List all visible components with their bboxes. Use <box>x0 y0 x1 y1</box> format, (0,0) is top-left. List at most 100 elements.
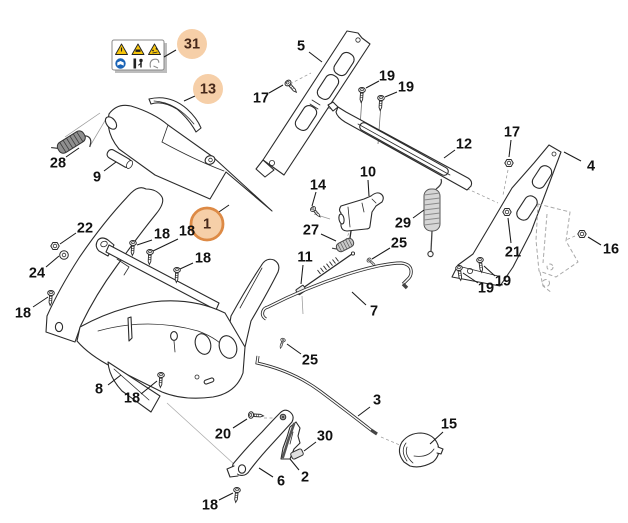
callout-18[interactable]: 18 <box>15 296 49 322</box>
callout-number[interactable]: 8 <box>95 382 103 398</box>
callout-number[interactable]: 6 <box>277 474 285 490</box>
callout-30[interactable]: 30 <box>303 429 333 452</box>
part-19-screw-b[interactable] <box>376 94 385 112</box>
callout-number[interactable]: 19 <box>478 281 494 297</box>
part-3-rod[interactable] <box>255 355 378 436</box>
callout-number[interactable]: 1 <box>203 217 211 233</box>
callout-number[interactable]: 2 <box>301 470 309 486</box>
part-8-lower-housing[interactable] <box>45 187 280 413</box>
part-19-screw-a[interactable] <box>357 86 366 104</box>
callout-number[interactable]: 24 <box>29 266 45 282</box>
callout-number[interactable]: 18 <box>15 306 31 322</box>
callout-1[interactable]: 1 <box>189 204 230 242</box>
part-18-screw-bottom[interactable] <box>231 486 242 504</box>
callout-18[interactable]: 18 <box>202 492 234 514</box>
part-9-pin[interactable] <box>106 148 134 170</box>
callout-highlight-circle[interactable] <box>189 206 225 242</box>
callout-number[interactable]: 29 <box>395 216 411 232</box>
callout-4[interactable]: 4 <box>563 151 595 175</box>
callout-27[interactable]: 27 <box>303 223 337 242</box>
callout-3[interactable]: 3 <box>357 393 381 417</box>
callout-10[interactable]: 10 <box>360 165 376 197</box>
callout-number[interactable]: 17 <box>253 91 269 107</box>
callout-number[interactable]: 30 <box>317 429 333 445</box>
callout-19[interactable]: 19 <box>462 272 494 297</box>
callout-8[interactable]: 8 <box>95 374 122 398</box>
callout-11[interactable]: 11 <box>297 250 313 285</box>
callout-number[interactable]: 20 <box>215 427 231 443</box>
part-7-rod[interactable] <box>260 261 413 321</box>
callout-31[interactable]: 31 <box>163 29 207 59</box>
callout-number[interactable]: 5 <box>297 39 305 55</box>
callout-number[interactable]: 31 <box>184 37 200 53</box>
callout-7[interactable]: 7 <box>351 291 378 320</box>
part-28-spring[interactable] <box>51 128 94 165</box>
part-29-spring[interactable] <box>423 178 443 258</box>
callout-22[interactable]: 22 <box>59 221 93 245</box>
part-13-trim-strip[interactable] <box>148 97 202 133</box>
callout-13[interactable]: 13 <box>183 74 223 104</box>
callout-19[interactable]: 19 <box>483 265 511 290</box>
callout-20[interactable]: 20 <box>215 418 248 443</box>
callout-25[interactable]: 25 <box>371 236 407 260</box>
callout-number[interactable]: 9 <box>93 170 101 186</box>
callout-number[interactable]: 22 <box>77 221 93 237</box>
callout-number[interactable]: 18 <box>195 251 211 267</box>
callout-19[interactable]: 19 <box>365 69 395 89</box>
callout-number[interactable]: 21 <box>505 245 521 261</box>
callout-number[interactable]: 14 <box>310 178 326 194</box>
callout-18[interactable]: 18 <box>179 251 211 270</box>
callout-number[interactable]: 3 <box>373 393 381 409</box>
part-16-nut[interactable] <box>577 230 587 238</box>
part-15-cap[interactable] <box>398 432 444 468</box>
callout-number[interactable]: 11 <box>297 250 312 266</box>
part-27-spring[interactable] <box>331 237 355 255</box>
callout-17[interactable]: 17 <box>504 125 520 158</box>
callout-number[interactable]: 18 <box>179 224 195 240</box>
part-14-screw[interactable] <box>309 205 323 220</box>
part-12-rail[interactable] <box>327 101 473 191</box>
part-22-nut[interactable] <box>50 242 60 250</box>
callout-18[interactable]: 18 <box>124 380 158 407</box>
callout-19[interactable]: 19 <box>384 80 414 98</box>
callout-number[interactable]: 27 <box>303 223 319 239</box>
callout-15[interactable]: 15 <box>429 417 457 445</box>
callout-14[interactable]: 14 <box>310 178 326 207</box>
callout-17[interactable]: 17 <box>253 84 284 107</box>
callout-number[interactable]: 28 <box>50 156 66 172</box>
callout-number[interactable]: 4 <box>587 159 595 175</box>
callout-number[interactable]: 13 <box>200 82 216 98</box>
callout-29[interactable]: 29 <box>395 209 425 232</box>
callout-number[interactable]: 18 <box>202 498 218 514</box>
callout-number[interactable]: 10 <box>360 165 376 181</box>
callout-28[interactable]: 28 <box>50 147 80 172</box>
part-17-screw-top[interactable] <box>283 78 300 95</box>
part-21-nut[interactable] <box>502 208 512 216</box>
part-20-screw[interactable] <box>247 411 265 420</box>
callout-number[interactable]: 18 <box>124 391 140 407</box>
callout-16[interactable]: 16 <box>587 236 619 258</box>
callout-number[interactable]: 18 <box>154 227 170 243</box>
callout-number[interactable]: 15 <box>441 417 457 433</box>
part-6-arm[interactable] <box>226 409 294 478</box>
callout-number[interactable]: 25 <box>302 353 318 369</box>
callout-12[interactable]: 12 <box>443 137 472 159</box>
callout-18[interactable]: 18 <box>152 224 195 252</box>
part-18-screw-b[interactable] <box>145 248 154 266</box>
callout-number[interactable]: 16 <box>603 242 619 258</box>
part-24-washer[interactable] <box>59 250 69 260</box>
callout-21[interactable]: 21 <box>505 217 521 261</box>
part-1-handle-cover[interactable] <box>103 104 273 212</box>
part-10-bracket[interactable] <box>338 192 384 239</box>
callout-number[interactable]: 25 <box>391 236 407 252</box>
callout-24[interactable]: 24 <box>29 255 60 282</box>
callout-6[interactable]: 6 <box>258 467 285 490</box>
part-30-pin[interactable] <box>290 448 304 460</box>
safety-decal[interactable] <box>111 39 167 73</box>
callout-number[interactable]: 19 <box>379 69 395 85</box>
callout-number[interactable]: 17 <box>504 125 520 141</box>
callout-highlight-circle[interactable] <box>177 29 207 59</box>
callout-number[interactable]: 19 <box>495 274 511 290</box>
callout-9[interactable]: 9 <box>93 161 117 186</box>
callout-number[interactable]: 19 <box>398 80 414 96</box>
